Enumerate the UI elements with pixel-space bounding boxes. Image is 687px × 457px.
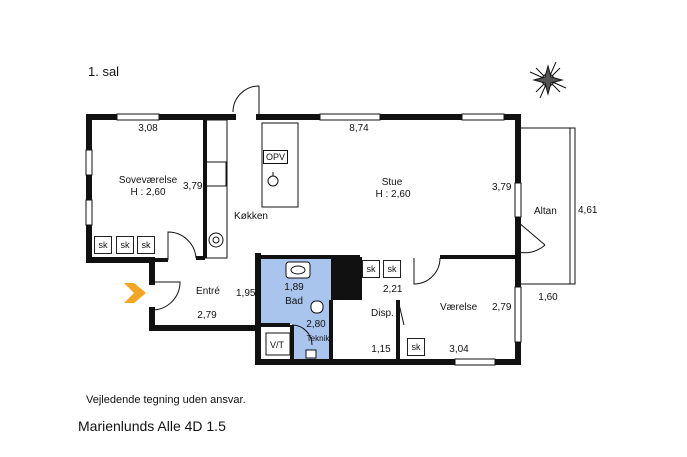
kitchen-island [261,122,299,208]
floor-label: 1. sal [88,64,120,79]
room-name: Værelse [440,302,478,313]
doors [151,85,546,346]
disp-depth-dim: 2,21 [383,284,403,295]
disp-width-dim: 1,15 [371,344,391,355]
address: Marienlunds Alle 4D 1.5 [78,418,226,434]
toilet-icon [310,300,324,314]
storage-unit: sk [383,260,401,278]
balcony-name: Altan [534,206,557,217]
fan-icon [208,232,224,248]
washbasin-icon [285,261,311,279]
living-name: Stue [381,177,403,188]
room-depth-dim: 2,79 [492,302,512,313]
vt-box [265,332,291,356]
storage-unit: sk [137,236,155,254]
entry-depth-dim: 1,95 [236,288,256,299]
oven-label: OPV [263,150,289,164]
room-width-dim: 3,04 [449,344,469,355]
kitchen-name: Køkken [234,211,268,222]
compass-rose-icon [529,61,567,99]
technical-shaft [331,257,360,300]
bath-depth-dim: 2,80 [306,319,326,330]
bedroom-depth-dim: 3,79 [183,181,203,192]
bath-width-dim: 1,89 [284,282,304,293]
stove-icon [205,161,227,187]
living-depth-dim: 3,79 [492,182,512,193]
storage-unit: sk [407,338,425,356]
balcony-depth-dim: 4,61 [578,205,598,216]
kitchen-sink-icon [267,175,279,187]
bedroom-width-dim: 3,08 [138,123,158,134]
storage-unit: sk [362,260,380,278]
entry-width-dim: 2,79 [197,310,217,321]
disclaimer: Vejledende tegning uden ansvar. [86,394,246,406]
storage-unit: sk [94,236,112,254]
bedroom-height: H : 2,60 [130,187,166,198]
living-width-dim: 8,74 [349,123,369,134]
entry-arrow-icon [124,283,146,303]
storage-unit: sk [116,236,134,254]
kitchen-counter [204,119,228,259]
bedroom-name: Soveværelse [118,175,178,186]
windows [85,113,522,366]
teknik-name: Teknik [306,334,330,343]
vt-label: V/T [270,340,285,350]
balcony-outline [521,127,576,285]
disp-name: Disp. [371,308,394,319]
living-height: H : 2,60 [375,189,411,200]
balcony-width-dim: 1,60 [538,292,558,303]
washer-icon [305,349,317,359]
bath-name: Bad [285,296,303,307]
entry-name: Entré [196,286,220,297]
